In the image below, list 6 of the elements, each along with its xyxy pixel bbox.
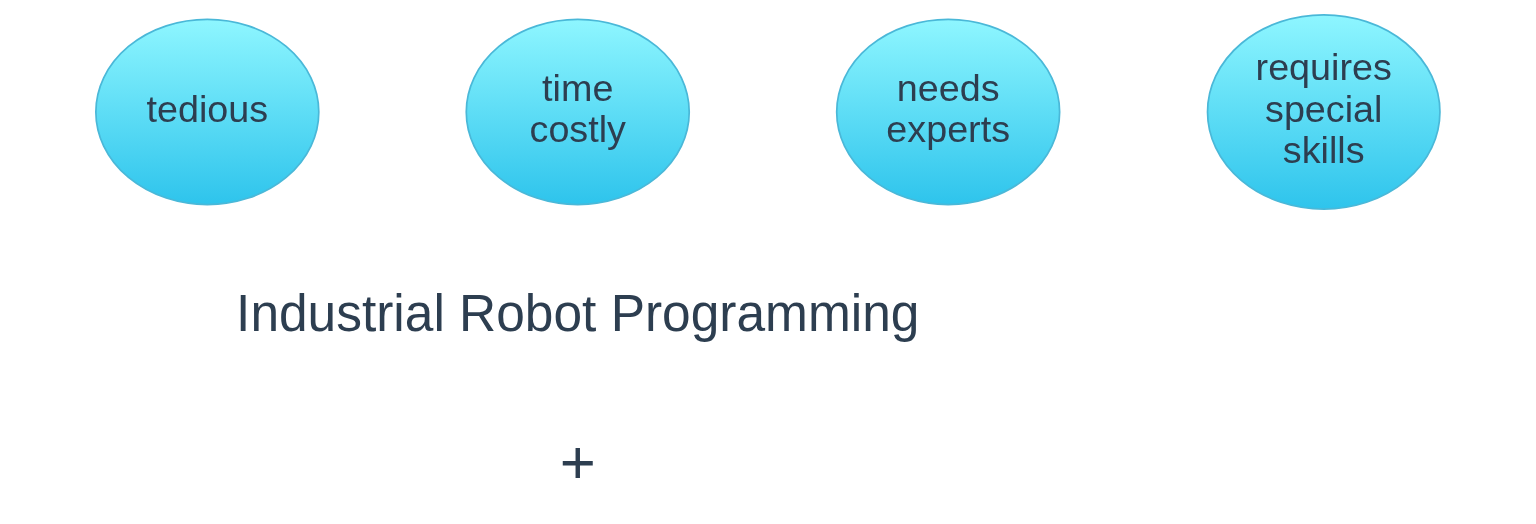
node-ellipse: time costly bbox=[465, 18, 691, 206]
label: Industrial Robot Programming bbox=[236, 283, 920, 342]
node-ellipse: tedious bbox=[95, 18, 320, 206]
node-ellipse: needs experts bbox=[835, 18, 1061, 206]
label: + bbox=[559, 427, 596, 496]
node-ellipse: requires special skills bbox=[1206, 13, 1441, 210]
